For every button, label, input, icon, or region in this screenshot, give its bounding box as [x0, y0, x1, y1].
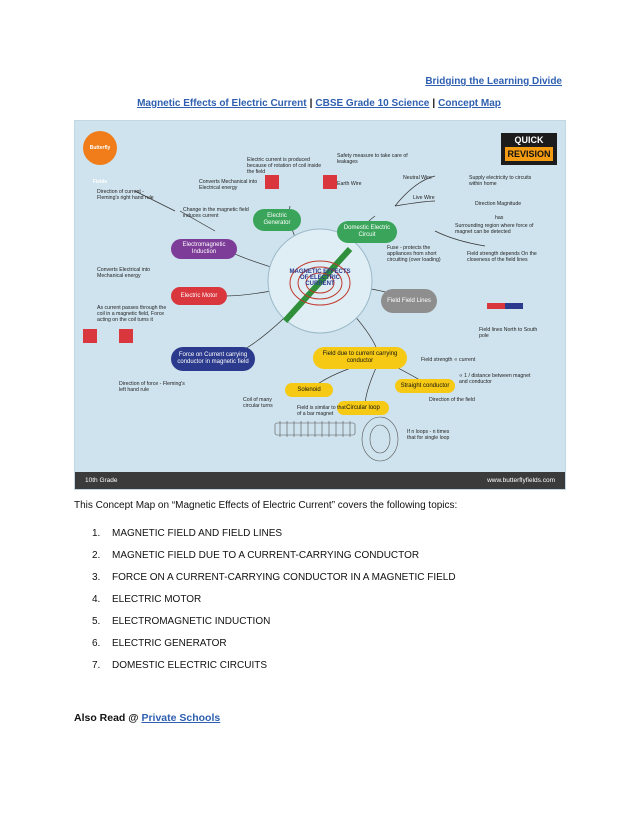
bridging-link[interactable]: Bridging the Learning Divide [425, 76, 562, 87]
note-fuse: Fuse - protects the appliances from shor… [387, 245, 441, 264]
note-surrounding-region: Surrounding region where force of magnet… [455, 223, 534, 236]
title-separator: | [309, 98, 313, 109]
note-field-current: Field strength ∝ current [421, 357, 476, 363]
node-electric-generator: Electric Generator [253, 209, 301, 231]
node-domestic-circuit: Domestic Electric Circuit [337, 221, 397, 243]
solenoid-icon [274, 421, 356, 437]
note-safety: Safety measure to take care of leakages [337, 153, 408, 166]
node-field-due-to-current: Field due to current carrying conductor [313, 347, 407, 369]
title-link-magnetic[interactable]: Magnetic Effects of Electric Current [137, 98, 307, 109]
note-n-loops: If n loops - n times that for single loo… [407, 429, 450, 442]
list-number: 1. [92, 528, 101, 539]
list-item: 4. ELECTRIC MOTOR [92, 594, 456, 605]
list-item: 6. ELECTRIC GENERATOR [92, 638, 456, 649]
list-number: 3. [92, 572, 101, 583]
note-supply: Supply electricity to circuits within ho… [469, 175, 532, 188]
note-left-hand-rule: Direction of force - Fleming's left hand… [119, 381, 185, 394]
title-link-cbse[interactable]: CBSE Grade 10 Science [315, 98, 430, 109]
note-earth-wire: Earth Wire [337, 181, 362, 187]
page-title: Magnetic Effects of Electric Current|CBS… [0, 98, 638, 109]
list-item: 1. MAGNETIC FIELD AND FIELD LINES [92, 528, 456, 539]
note-change-in-field: Change in the magnetic field induces cur… [183, 207, 249, 220]
badge-revision: REVISION [505, 147, 553, 161]
note-mech-to-elec: Converts Mechanical into Electrical ener… [199, 179, 258, 192]
topic-text: MAGNETIC FIELD DUE TO A CURRENT-CARRYING… [112, 550, 420, 561]
note-coil-many-turns: Coil of many circular turns [243, 397, 273, 410]
conductor-rod-icon [282, 246, 353, 324]
note-live-wire: Live Wire [413, 195, 435, 201]
map-footer: 10th Grade www.butterflyfields.com [75, 472, 565, 489]
topic-text: FORCE ON A CURRENT-CARRYING CONDUCTOR IN… [112, 572, 456, 583]
list-number: 2. [92, 550, 101, 561]
center-title: MAGNETIC EFFECTS OF ELECTRIC CURRENT [289, 269, 351, 288]
note-field-strength: Field strength depends On the closeness … [467, 251, 537, 264]
note-north-south: Field lines North to South pole [479, 327, 538, 340]
note-has: has [495, 215, 504, 221]
note-direction-magnitude: Direction Magnitude [475, 201, 522, 207]
motor-coil-icon [83, 329, 133, 343]
node-straight-conductor: Straight conductor [395, 379, 455, 393]
list-number: 4. [92, 594, 101, 605]
list-item: 3. FORCE ON A CURRENT-CARRYING CONDUCTOR … [92, 572, 456, 583]
node-solenoid: Solenoid [285, 383, 333, 397]
topic-text: ELECTRIC MOTOR [112, 594, 202, 605]
note-right-hand-rule: Direction of current - Fleming's right h… [97, 189, 154, 202]
butterfly-fields-logo: Butterfly Fields [83, 131, 117, 185]
topic-text: DOMESTIC ELECTRIC CIRCUITS [112, 660, 268, 671]
topics-list: 1. MAGNETIC FIELD AND FIELD LINES 2. MAGNE… [92, 516, 456, 671]
list-item: 7. DOMESTIC ELECTRIC CIRCUITS [92, 660, 456, 671]
list-item: 5. ELECTROMAGNETIC INDUCTION [92, 616, 456, 627]
note-bar-magnet: Field is similar to that of a bar magnet [297, 405, 346, 418]
also-read: Also Read @ Private Schools [74, 712, 220, 724]
badge-quick: QUICK [514, 135, 544, 145]
title-separator: | [432, 98, 436, 109]
list-item: 2. MAGNETIC FIELD DUE TO A CURRENT-CARRYI… [92, 550, 456, 561]
bar-magnet-icon [487, 303, 523, 309]
footer-grade: 10th Grade [85, 477, 118, 484]
node-force-on-conductor: Force on Current carrying conductor in m… [171, 347, 255, 371]
footer-website: www.butterflyfields.com [487, 477, 555, 484]
note-distance: ∝ 1 / distance between magnet and conduc… [459, 373, 531, 386]
note-coil-turns: As current passes through the coil in a … [97, 305, 167, 324]
intro-text: This Concept Map on “Magnetic Effects of… [74, 500, 458, 511]
node-circular-loop: Circular loop [337, 401, 389, 415]
node-electromagnetic-induction: Electromagnetic Induction [171, 239, 237, 259]
circular-loop-icon [361, 416, 399, 462]
note-neutral-wire: Neutral Wire [403, 175, 432, 181]
also-read-label: Also Read @ [74, 712, 139, 724]
quick-revision-badge: QUICK REVISION [501, 133, 557, 165]
topic-text: ELECTRIC GENERATOR [112, 638, 227, 649]
note-direction-of-field: Direction of the field [429, 397, 475, 403]
note-elec-to-mech: Converts Electrical into Mechanical ener… [97, 267, 151, 280]
generator-coil-icon [265, 175, 337, 189]
private-schools-link[interactable]: Private Schools [141, 712, 221, 724]
list-number: 5. [92, 616, 101, 627]
title-link-concept-map[interactable]: Concept Map [438, 98, 501, 109]
list-number: 7. [92, 660, 101, 671]
topic-text: ELECTROMAGNETIC INDUCTION [112, 616, 271, 627]
note-generator: Electric current is produced because of … [247, 157, 322, 176]
list-number: 6. [92, 638, 101, 649]
node-electric-motor: Electric Motor [171, 287, 227, 305]
concept-map-image: Butterfly Fields QUICK REVISION MAGNETIC… [74, 120, 566, 490]
topic-text: MAGNETIC FIELD AND FIELD LINES [112, 528, 283, 539]
node-field-lines: Field Field Lines [381, 289, 437, 313]
